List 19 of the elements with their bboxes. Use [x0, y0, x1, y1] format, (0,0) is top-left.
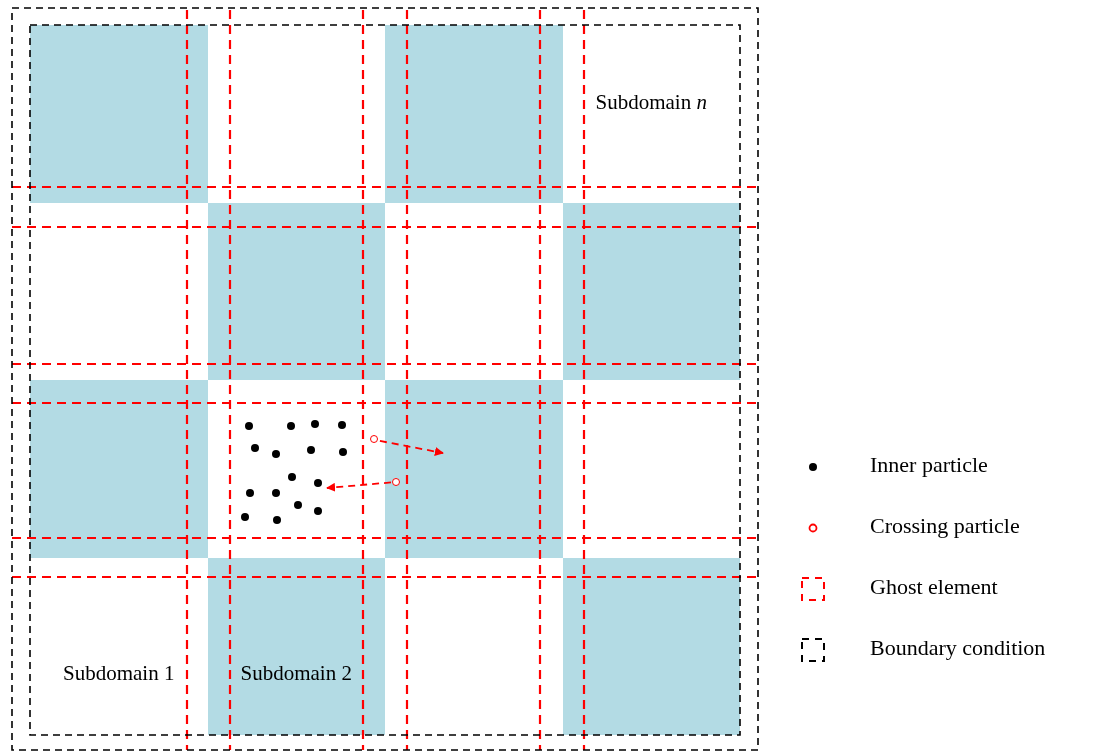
subdomain-label: Subdomain 1	[62, 659, 176, 687]
subdomain-tile	[207, 202, 385, 380]
crossing-particle	[370, 435, 379, 444]
subdomain-tile	[562, 557, 740, 735]
subdomain-label: Subdomain n	[594, 89, 708, 116]
crossing-particle	[392, 478, 400, 486]
legend-label: Boundary condition	[870, 635, 1046, 661]
subdomain-tile	[30, 380, 208, 558]
arrow	[379, 440, 444, 456]
subdomain-tile	[385, 25, 563, 203]
legend-label: Ghost element	[870, 574, 998, 600]
arrow	[326, 481, 392, 492]
legend-label: Crossing particle	[870, 513, 1020, 539]
subdomain-label: Subdomain 2	[239, 659, 353, 687]
subdomain-tile	[562, 202, 740, 380]
subdomain-tile	[385, 380, 563, 558]
subdomain-tile	[207, 557, 385, 735]
legend-label: Inner particle	[870, 452, 988, 478]
subdomain-tile	[30, 25, 208, 203]
